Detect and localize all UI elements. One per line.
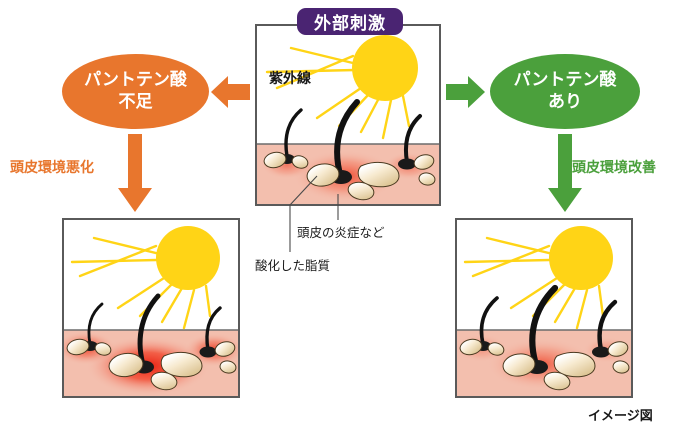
bottom-right-panel-art — [457, 226, 631, 396]
external-stimulus-badge: 外部刺激 — [297, 8, 403, 35]
callout-inflammation: 頭皮の炎症など — [297, 225, 385, 240]
sun-rays — [463, 236, 605, 330]
sun-rays — [70, 236, 212, 330]
sun-icon — [156, 226, 220, 290]
arrow-right-icon — [446, 76, 485, 108]
callout-oxidized-lipid: 酸化した脂質 — [255, 258, 331, 273]
sun-icon — [352, 35, 418, 101]
center-panel: 紫外線 — [255, 24, 441, 206]
arrow-down-left-icon — [118, 134, 152, 212]
bottom-right-panel — [455, 218, 633, 398]
sun-icon — [549, 226, 613, 290]
sebum-deposits — [263, 151, 436, 201]
ellipse-left-line2: 不足 — [118, 91, 153, 112]
bottom-left-panel-art — [64, 226, 238, 396]
pantothenic-acid-present-ellipse: パントテン酸 あり — [490, 54, 640, 129]
sebum-deposits — [66, 338, 237, 391]
bottom-left-panel — [62, 218, 240, 398]
arrow-left-icon — [211, 76, 250, 108]
scalp-improvement-label: 頭皮環境改善 — [572, 160, 656, 176]
ellipse-right-line2: あり — [548, 91, 582, 112]
uv-label: 紫外線 — [269, 71, 311, 87]
image-caption: イメージ図 — [588, 409, 653, 424]
center-panel-art — [257, 35, 439, 204]
pantothenic-acid-deficiency-ellipse: パントテン酸 不足 — [62, 54, 209, 129]
ellipse-right-line1: パントテン酸 — [513, 70, 617, 91]
scalp-deterioration-label: 頭皮環境悪化 — [10, 160, 94, 176]
sebum-deposits — [459, 338, 630, 391]
ellipse-left-line1: パントテン酸 — [84, 70, 187, 91]
